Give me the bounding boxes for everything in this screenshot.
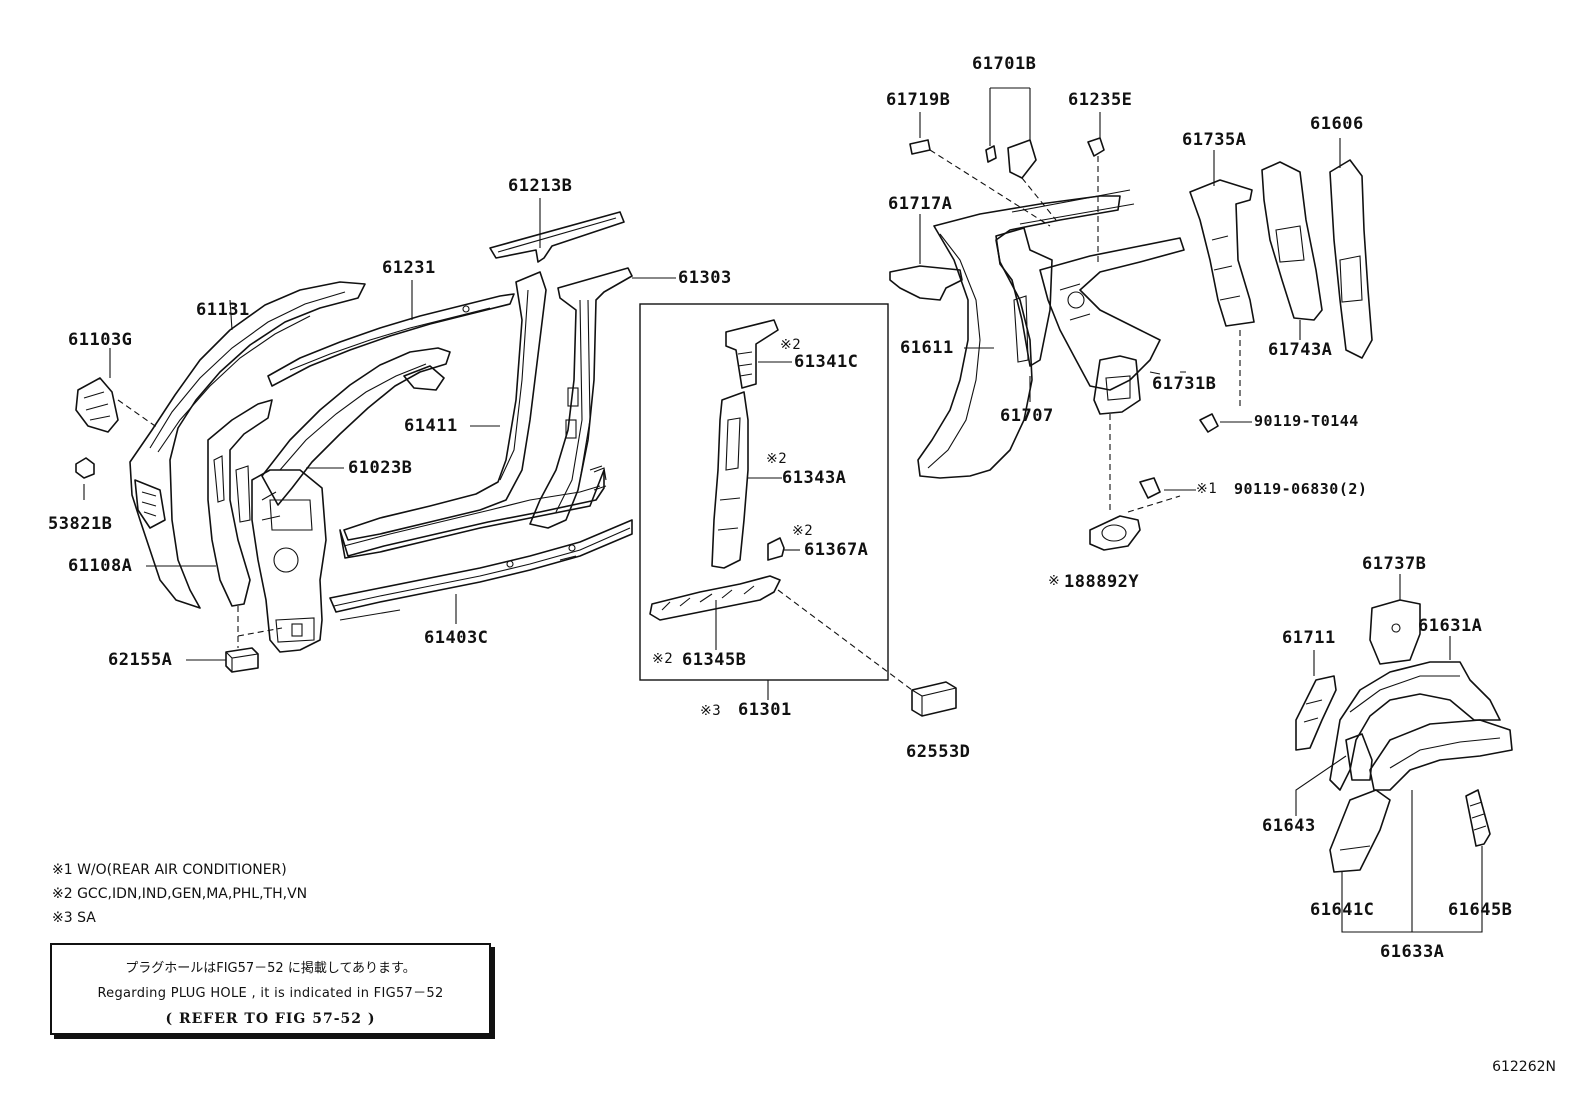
- label-61341C: 61341C: [794, 352, 859, 372]
- reference-line-japanese: プラグホールはFIG57－52 に掲載してあります。: [125, 961, 416, 976]
- label-61606: 61606: [1310, 114, 1364, 134]
- note-1: ※1 W/O(REAR AIR CONDITIONER): [52, 862, 287, 878]
- label-61411: 61411: [404, 416, 458, 436]
- label-62155A: 62155A: [108, 650, 173, 670]
- label-61707: 61707: [1000, 406, 1054, 426]
- note-2: ※2 GCC,IDN,IND,GEN,MA,PHL,TH,VN: [52, 886, 308, 902]
- reference-line-refer: ( REFER TO FIG 57-52 ): [165, 1011, 376, 1027]
- label-61701B: 61701B: [972, 54, 1037, 74]
- label-61641C: 61641C: [1310, 900, 1375, 920]
- label-61367A: 61367A: [804, 540, 869, 560]
- quarter-panel-drawing: [889, 137, 1373, 551]
- label-61403C: 61403C: [424, 628, 489, 648]
- side-member-drawing: [339, 271, 605, 559]
- label-61717A: 61717A: [888, 194, 953, 214]
- label-61023B: 61023B: [348, 458, 413, 478]
- label-61103G: 61103G: [68, 330, 133, 350]
- leader-lines: [83, 87, 1483, 933]
- mark-188892Y: ※: [1048, 573, 1061, 589]
- mark-2-61341C: ※2: [780, 337, 802, 353]
- label-62553D: 62553D: [906, 742, 971, 762]
- front-pillar-assembly-drawing: [75, 281, 515, 673]
- center-pillar-outer-drawing: [529, 267, 633, 529]
- label-61108A: 61108A: [68, 556, 133, 576]
- label-188892Y: 188892Y: [1064, 572, 1140, 592]
- label-61213B: 61213B: [508, 176, 573, 196]
- rocker-panel-drawing: [329, 519, 633, 621]
- group-61301-box: [639, 303, 889, 681]
- mark-2-61343A: ※2: [766, 451, 788, 467]
- roof-bow-drawing: [489, 211, 625, 263]
- label-61303: 61303: [678, 268, 732, 288]
- label-61343A: 61343A: [782, 468, 847, 488]
- label-61235E: 61235E: [1068, 90, 1133, 110]
- label-61301: 61301: [738, 700, 792, 720]
- label-61631A: 61631A: [1418, 616, 1483, 636]
- mark-2-61367A: ※2: [792, 523, 814, 539]
- label-61731B: 61731B: [1152, 374, 1217, 394]
- label-61743A: 61743A: [1268, 340, 1333, 360]
- label-61633A: 61633A: [1380, 942, 1445, 962]
- reference-box: プラグホールはFIG57－52 に掲載してあります。 Regarding PLU…: [50, 943, 491, 1035]
- label-61645B: 61645B: [1448, 900, 1513, 920]
- note-3: ※3 SA: [52, 910, 96, 926]
- mark-2-61345B: ※2: [652, 651, 674, 667]
- center-pillar-reinforcement-drawing: [649, 319, 957, 717]
- label-90119-T0144: 90119-T0144: [1254, 412, 1359, 430]
- wheel-house-drawing: [1295, 599, 1513, 873]
- reference-line-english: Regarding PLUG HOLE , it is indicated in…: [97, 986, 444, 1001]
- mark-1-bolt: ※1: [1196, 481, 1218, 497]
- label-53821B: 53821B: [48, 514, 113, 534]
- figure-id: 612262N: [1492, 1059, 1556, 1075]
- label-61737B: 61737B: [1362, 554, 1427, 574]
- label-90119-06830: 90119-06830(2): [1234, 480, 1368, 498]
- label-61611: 61611: [900, 338, 954, 358]
- label-61711: 61711: [1282, 628, 1336, 648]
- mark-3-61301: ※3: [700, 703, 722, 719]
- label-61131: 61131: [196, 300, 250, 320]
- label-61231: 61231: [382, 258, 436, 278]
- label-61345B: 61345B: [682, 650, 747, 670]
- label-61643: 61643: [1262, 816, 1316, 836]
- label-61719B: 61719B: [886, 90, 951, 110]
- label-61735A: 61735A: [1182, 130, 1247, 150]
